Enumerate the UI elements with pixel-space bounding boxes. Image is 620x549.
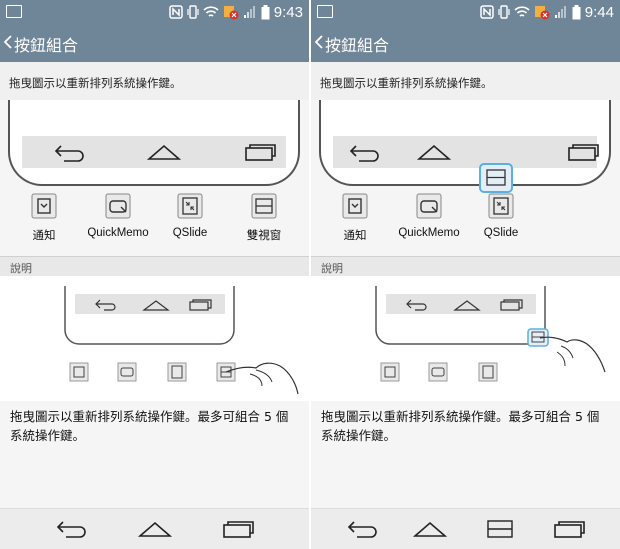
button-combination-strip [22,136,286,168]
instruction-text: 拖曳圖示以重新排列系統操作鍵。 [320,76,493,90]
instruction-text: 拖曳圖示以重新排列系統操作鍵。 [9,76,182,90]
item-dual-window[interactable]: 雙視窗 [232,193,296,243]
page-title: 按鈕組合 [14,36,79,55]
home-button-icon[interactable] [147,142,181,162]
dual-window-icon[interactable] [251,193,277,219]
item-qslide[interactable]: QSlide [469,193,533,239]
phone-preview [8,100,300,186]
wifi-icon [203,6,219,17]
recent-apps-button-icon[interactable] [244,142,278,162]
recent-apps-button[interactable] [222,517,256,539]
dual-window-button[interactable] [483,517,517,539]
data-error-icon [223,6,239,20]
notification-icon[interactable] [342,193,368,219]
signal-icon [554,6,566,18]
battery-icon [261,4,270,19]
button-combination-strip [333,136,599,168]
settings-screen-after: 9:44 按鈕組合 拖曳圖示以重新排列系統操作鍵。 通知 QuickMemo Q… [311,0,620,549]
recent-apps-button-icon[interactable] [567,142,601,162]
nfc-icon [169,5,183,19]
signal-icon [243,6,255,18]
nfc-icon [480,5,494,19]
item-quickmemo[interactable]: QuickMemo [86,193,150,239]
app-bar: 按鈕組合 [0,24,309,62]
back-arrow-icon[interactable] [314,32,324,52]
battery-icon [572,4,581,19]
available-buttons: 通知 QuickMemo QSlide [311,193,620,249]
available-buttons: 通知 QuickMemo QSlide 雙視窗 [0,193,309,249]
qslide-icon[interactable] [488,193,514,219]
instruction-bar: 拖曳圖示以重新排列系統操作鍵。 [311,62,620,100]
recent-apps-button[interactable] [553,517,587,539]
quickmemo-icon[interactable] [105,193,131,219]
status-bar: 9:43 [0,0,309,24]
item-notification[interactable]: 通知 [323,193,387,243]
settings-screen-before: 9:43 按鈕組合 拖曳圖示以重新排列系統操作鍵。 通知 QuickMemo Q… [0,0,309,549]
item-qslide[interactable]: QSlide [158,193,222,239]
home-button-icon[interactable] [417,142,451,162]
instruction-bar: 拖曳圖示以重新排列系統操作鍵。 [0,62,309,100]
back-arrow-icon[interactable] [3,32,13,52]
clock: 9:43 [273,3,303,21]
dragged-dual-window-button[interactable] [479,163,513,193]
vibrate-icon [187,5,199,19]
vibrate-icon [498,5,510,19]
drag-illustration [64,286,299,395]
clock: 9:44 [584,3,614,21]
help-text: 拖曳圖示以重新排列系統操作鍵。最多可組合 5 個系統操作鍵。 [321,409,600,443]
dual-window-icon [486,169,506,186]
help-section-header: 說明 [311,256,620,277]
home-button[interactable] [413,517,447,539]
page-title: 按鈕組合 [325,36,390,55]
item-quickmemo[interactable]: QuickMemo [397,193,461,239]
status-bar: 9:44 [311,0,620,24]
app-bar: 按鈕組合 [311,24,620,62]
system-nav-bar [0,508,309,549]
item-notification[interactable]: 通知 [12,193,76,243]
help-illustration [0,276,309,401]
help-text: 拖曳圖示以重新排列系統操作鍵。最多可組合 5 個系統操作鍵。 [10,409,289,443]
help-illustration [311,276,620,401]
data-error-icon [534,6,550,20]
back-button[interactable] [345,517,379,539]
quickmemo-icon[interactable] [416,193,442,219]
screenshot-icon [317,5,333,18]
drag-illustration [375,286,606,382]
qslide-icon[interactable] [177,193,203,219]
wifi-icon [514,6,530,17]
back-button[interactable] [54,517,88,539]
phone-preview [319,100,611,186]
screen-divider [309,0,311,549]
system-nav-bar [311,508,620,549]
back-button-icon[interactable] [347,142,381,162]
screenshot-icon [6,5,22,18]
help-section-header: 說明 [0,256,309,277]
home-button[interactable] [138,517,172,539]
back-button-icon[interactable] [52,142,86,162]
notification-icon[interactable] [31,193,57,219]
